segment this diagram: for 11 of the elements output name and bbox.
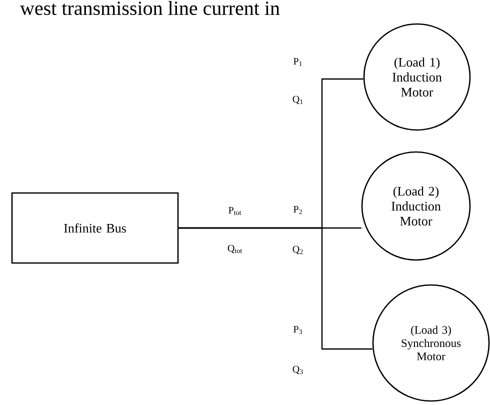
connection-line xyxy=(178,227,372,350)
power-label: Q$_{3}$ xyxy=(292,366,303,374)
power-label: Q$_{tot}$ xyxy=(228,244,242,254)
bus-box: Infinite Bus xyxy=(11,192,179,264)
power-label: P$_{2}$ xyxy=(294,206,302,214)
power-label: Q$_{1}$ xyxy=(292,96,303,104)
power-label: P$_{3}$ xyxy=(294,326,302,334)
caption-text: west transmission line current in xyxy=(20,0,280,16)
power-label: P$_{1}$ xyxy=(294,58,302,66)
power-label: P$_{tot}$ xyxy=(228,206,242,216)
power-label: Q$_{2}$ xyxy=(292,246,303,254)
